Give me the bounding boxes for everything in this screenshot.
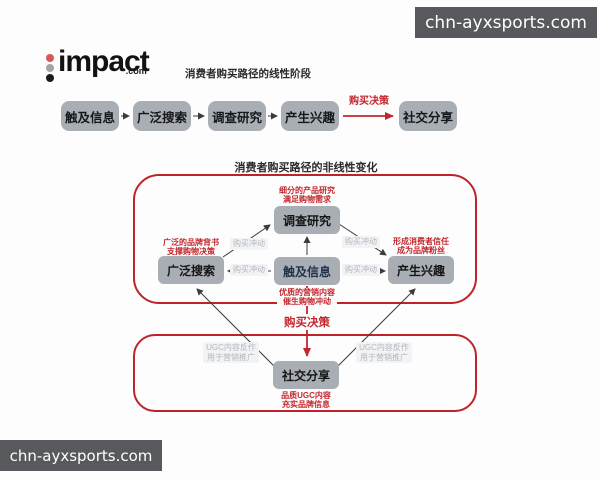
node-share: 社交分享 [273,361,339,389]
nonlinear-section-title: 消费者购买路径的非线性变化 [234,162,378,174]
impact-logo-suffix: .com [125,66,147,76]
annotation-search: 广泛的品牌背书 支撑购物决策 [163,238,219,256]
logo-dot-gray [46,64,54,72]
impact-logo: impact .com [46,45,150,82]
impulse-label-upper-left: 购买冲动 [230,238,268,250]
annotation-touch-line2: 催生购物冲动 [283,297,331,306]
node-interest: 产生兴趣 [388,256,454,284]
annotation-share-line2: 充实品牌信息 [282,400,330,409]
annotation-touch: 优质的营销内容 催生购物冲动 [277,288,337,306]
linear-decision-label: 购买决策 [349,96,389,107]
linear-stage-search: 广泛搜索 [133,101,191,131]
ugc-label-left: UGC内容反作 用于营销推广 [203,342,259,363]
impulse-label-lower-right: 购买冲动 [342,264,380,276]
annotation-search-line1: 广泛的品牌背书 [163,238,219,247]
ugc-label-left-line1: UGC内容反作 [206,343,256,352]
annotation-touch-line1: 优质的营销内容 [279,288,335,297]
linear-stage-interest: 产生兴趣 [281,101,339,131]
nonlinear-decision-label: 购买决策 [281,314,333,330]
annotation-interest-line2: 成为品牌粉丝 [397,246,445,255]
annotation-research-line2: 满足购物需求 [283,195,331,204]
linear-stage-research: 调查研究 [208,101,266,131]
annotation-research-line1: 细分的产品研究 [279,186,335,195]
linear-stage-share: 社交分享 [399,101,457,131]
impulse-label-lower-left: 购买冲动 [230,264,268,276]
nonlinear-lower-frame [133,334,477,412]
annotation-share-line1: 品质UGC内容 [281,391,331,400]
ugc-label-right-line1: UGC内容反作 [359,343,409,352]
annotation-share: 品质UGC内容 充实品牌信息 [281,391,331,409]
node-research: 调查研究 [274,206,340,234]
linear-section-title: 消费者购买路径的线性阶段 [185,68,311,80]
ugc-label-left-line2: 用于营销推广 [207,352,255,362]
logo-dot-black [46,74,54,82]
annotation-search-line2: 支撑购物决策 [167,247,215,256]
impulse-label-upper-right: 购买冲动 [342,236,380,248]
impact-logo-wordmark: impact .com [58,45,150,78]
impact-logo-dots-icon [46,54,54,82]
impact-logo-text: impact [58,45,150,78]
node-touch: 触及信息 [274,257,340,285]
ugc-label-right: UGC内容反作 用于营销推广 [356,342,412,363]
logo-dot-red [46,54,54,62]
watermark-banner-top: chn-ayxsports.com [415,7,597,38]
linear-stage-touch: 触及信息 [61,101,119,131]
annotation-research: 细分的产品研究 满足购物需求 [279,186,335,204]
annotation-interest: 形成消费者信任 成为品牌粉丝 [393,237,449,255]
watermark-banner-bottom: chn-ayxsports.com [0,440,162,471]
ugc-label-right-line2: 用于营销推广 [360,352,408,362]
node-search: 广泛搜索 [158,256,224,284]
annotation-interest-line1: 形成消费者信任 [393,237,449,246]
